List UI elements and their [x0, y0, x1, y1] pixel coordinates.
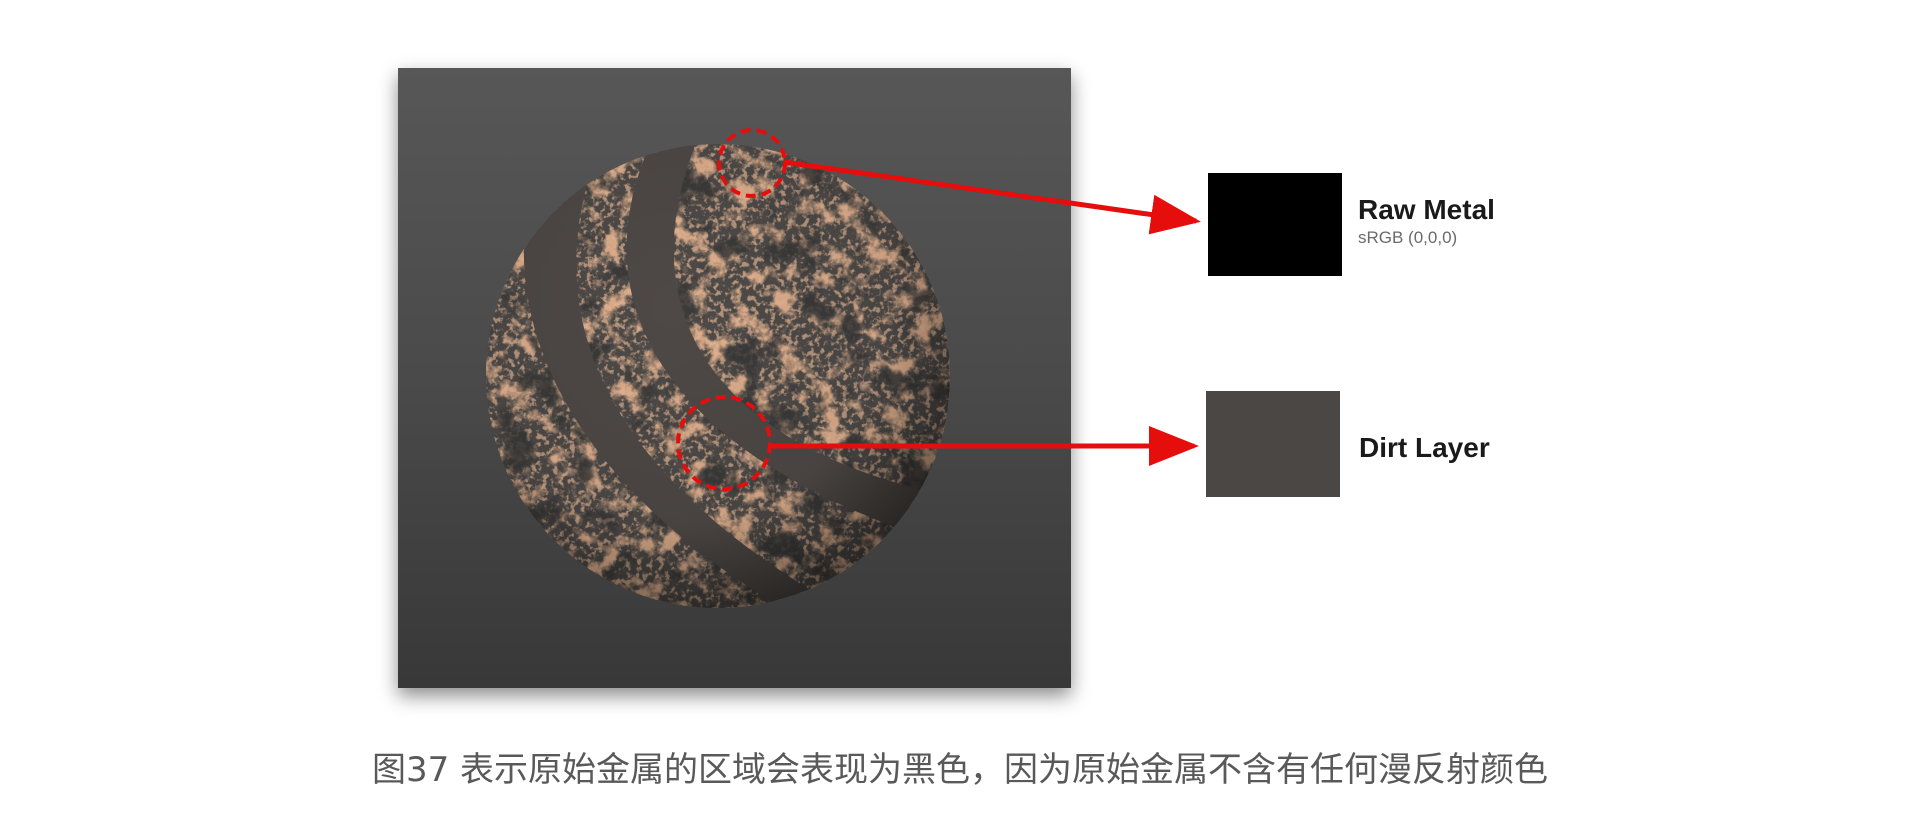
raw-metal-value: sRGB (0,0,0) [1358, 228, 1458, 247]
raw-metal-label: Raw Metal [1358, 194, 1495, 225]
render-panel [398, 68, 1071, 688]
figure-caption: 图37 表示原始金属的区域会表现为黑色，因为原始金属不含有任何漫反射颜色 [371, 750, 1549, 790]
dirt-layer-swatch [1206, 391, 1340, 497]
sphere-render [398, 68, 1071, 688]
dirt-layer-label: Dirt Layer [1359, 432, 1490, 463]
raw-metal-swatch [1208, 173, 1342, 276]
rusty-sphere [486, 144, 950, 608]
